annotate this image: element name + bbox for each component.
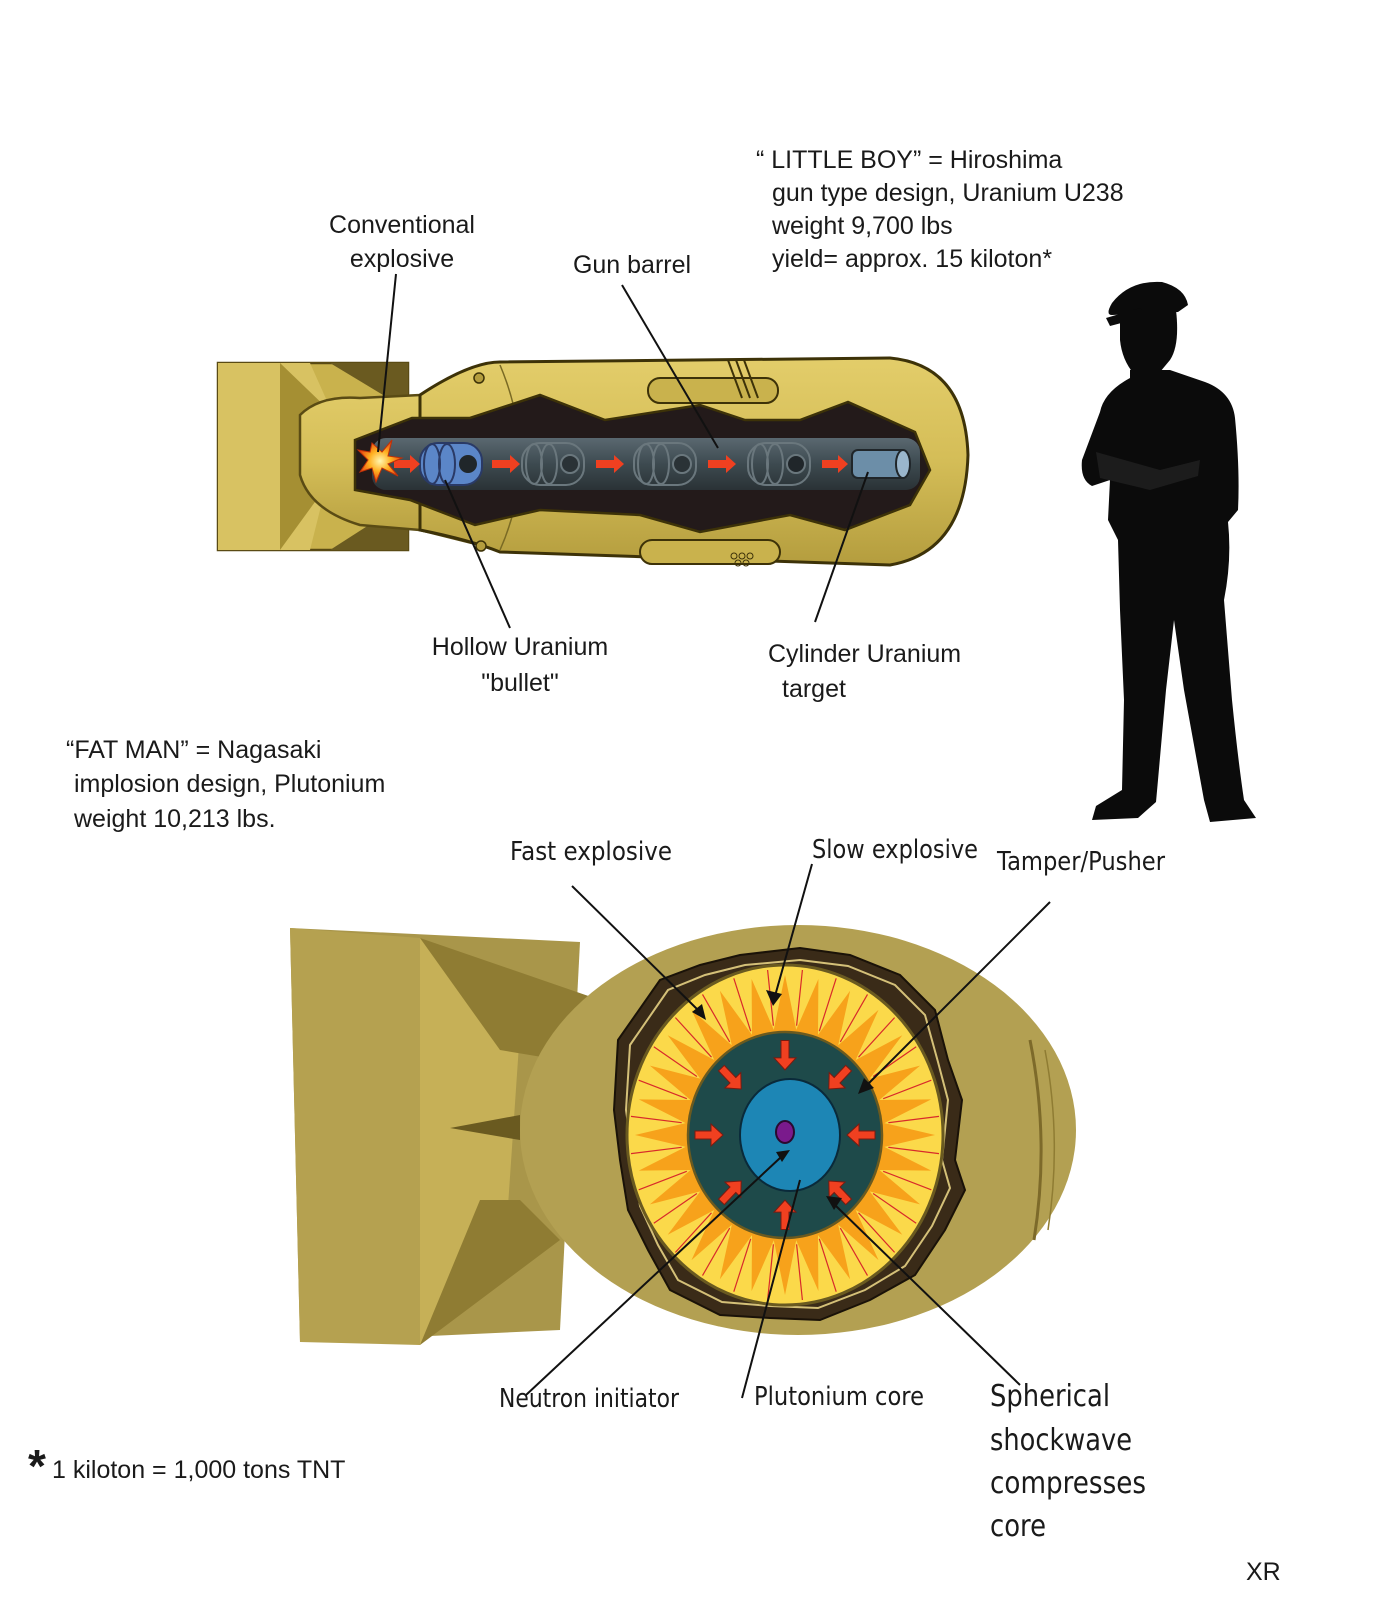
artist-signature: XR bbox=[1246, 1558, 1281, 1586]
neutron-initiator bbox=[775, 1120, 795, 1144]
compression-arrow bbox=[772, 1040, 798, 1071]
compression-arrow bbox=[772, 1199, 798, 1230]
lens-boundary-line bbox=[767, 1244, 774, 1301]
compression-arrows bbox=[694, 1040, 876, 1230]
lens-boundary-line bbox=[653, 1193, 698, 1224]
compression-arrow bbox=[717, 1180, 742, 1206]
label-shock-line2: shockwave bbox=[990, 1423, 1132, 1458]
uranium-bullet bbox=[419, 442, 483, 486]
label-plutonium-core: Plutonium core bbox=[754, 1382, 924, 1412]
compression-arrow bbox=[828, 1064, 853, 1090]
little-boy-bomb bbox=[216, 356, 970, 567]
label-fast-explosive: Fast explosive bbox=[510, 837, 672, 867]
lens-boundaries bbox=[630, 969, 940, 1301]
lens-boundary-line bbox=[630, 1115, 682, 1124]
label-neutron-initiator: Neutron initiator bbox=[499, 1384, 679, 1414]
compression-arrow bbox=[828, 1180, 853, 1206]
little-boy-yield: yield= approx. 15 kiloton* bbox=[772, 245, 1052, 273]
lens-boundary-line bbox=[674, 1017, 712, 1058]
lens-boundary-line bbox=[839, 1227, 869, 1276]
label-shock-line4: core bbox=[990, 1509, 1046, 1544]
fat-man-info: “FAT MAN” = Nagasaki implosion design, P… bbox=[66, 736, 385, 833]
fat-man-title: “FAT MAN” = Nagasaki bbox=[66, 736, 321, 764]
lens-boundary-line bbox=[796, 969, 803, 1026]
fat-man-leaders bbox=[525, 863, 1051, 1399]
little-boy-title: “ LITTLE BOY” = Hiroshima bbox=[756, 146, 1062, 174]
uranium-target bbox=[851, 449, 911, 479]
gun-barrel bbox=[372, 438, 920, 490]
footnote-text: 1 kiloton = 1,000 tons TNT bbox=[52, 1456, 345, 1484]
little-boy-label-conventional: Conventional explosive bbox=[329, 211, 475, 273]
label-shock-line3: compresses bbox=[990, 1466, 1146, 1501]
fat-man-tail bbox=[290, 928, 600, 1345]
label-spherical-shockwave: Spherical shockwave compresses core bbox=[990, 1379, 1146, 1544]
lens-boundary-line bbox=[882, 1079, 932, 1100]
lens-boundary-line bbox=[653, 1046, 698, 1077]
lens-boundary-line bbox=[839, 994, 869, 1043]
label-conventional-line2: explosive bbox=[350, 245, 454, 273]
fat-man-weight: weight 10,213 lbs. bbox=[73, 805, 276, 833]
fat-man-design: implosion design, Plutonium bbox=[74, 770, 385, 798]
lens-boundary-line bbox=[858, 1212, 896, 1253]
lens-boundary-line bbox=[733, 978, 752, 1032]
lens-boundary-line bbox=[674, 1212, 712, 1253]
compression-arrow bbox=[846, 1122, 876, 1148]
lens-boundary-line bbox=[858, 1017, 896, 1058]
little-boy-weight: weight 9,700 lbs bbox=[771, 212, 953, 240]
footnote-asterisk: * bbox=[28, 1440, 46, 1492]
lens-boundary-line bbox=[638, 1170, 688, 1191]
lens-boundary-line bbox=[872, 1193, 917, 1224]
label-tamper-pusher: Tamper/Pusher bbox=[996, 847, 1165, 877]
lens-boundary-line bbox=[818, 978, 837, 1032]
lens-boundary-line bbox=[796, 1244, 803, 1301]
fat-man-bomb bbox=[290, 925, 1076, 1345]
label-conventional-line1: Conventional bbox=[329, 211, 475, 239]
label-gun-barrel: Gun barrel bbox=[573, 251, 691, 279]
footnote: * 1 kiloton = 1,000 tons TNT bbox=[28, 1440, 345, 1492]
lens-boundary-line bbox=[882, 1170, 932, 1191]
bullet-trajectory-ghosts bbox=[521, 442, 811, 486]
lens-boundary-line bbox=[701, 1227, 731, 1276]
lens-boundary-line bbox=[818, 1238, 837, 1292]
compression-arrow bbox=[694, 1122, 724, 1148]
lens-boundary-line bbox=[888, 1146, 940, 1155]
label-target-line1: Cylinder Uranium bbox=[768, 640, 961, 668]
compression-arrow bbox=[717, 1064, 742, 1090]
label-bullet-line2: "bullet" bbox=[481, 669, 559, 697]
lens-boundary-line bbox=[701, 994, 731, 1043]
conventional-explosive-blast bbox=[356, 439, 404, 484]
trajectory-arrows bbox=[394, 455, 848, 473]
label-bullet-line1: Hollow Uranium bbox=[432, 633, 608, 661]
little-boy-info: “ LITTLE BOY” = Hiroshima gun type desig… bbox=[756, 146, 1124, 273]
lens-boundary-line bbox=[888, 1115, 940, 1124]
lens-boundary-line bbox=[630, 1146, 682, 1155]
little-boy-leaders bbox=[377, 273, 869, 629]
lens-boundary-line bbox=[638, 1079, 688, 1100]
label-shock-line1: Spherical bbox=[990, 1379, 1110, 1414]
lens-boundary-line bbox=[733, 1238, 752, 1292]
human-silhouette bbox=[1081, 281, 1256, 822]
label-slow-explosive: Slow explosive bbox=[812, 835, 978, 865]
label-target-line2: target bbox=[782, 675, 846, 703]
little-boy-design: gun type design, Uranium U238 bbox=[772, 179, 1124, 207]
